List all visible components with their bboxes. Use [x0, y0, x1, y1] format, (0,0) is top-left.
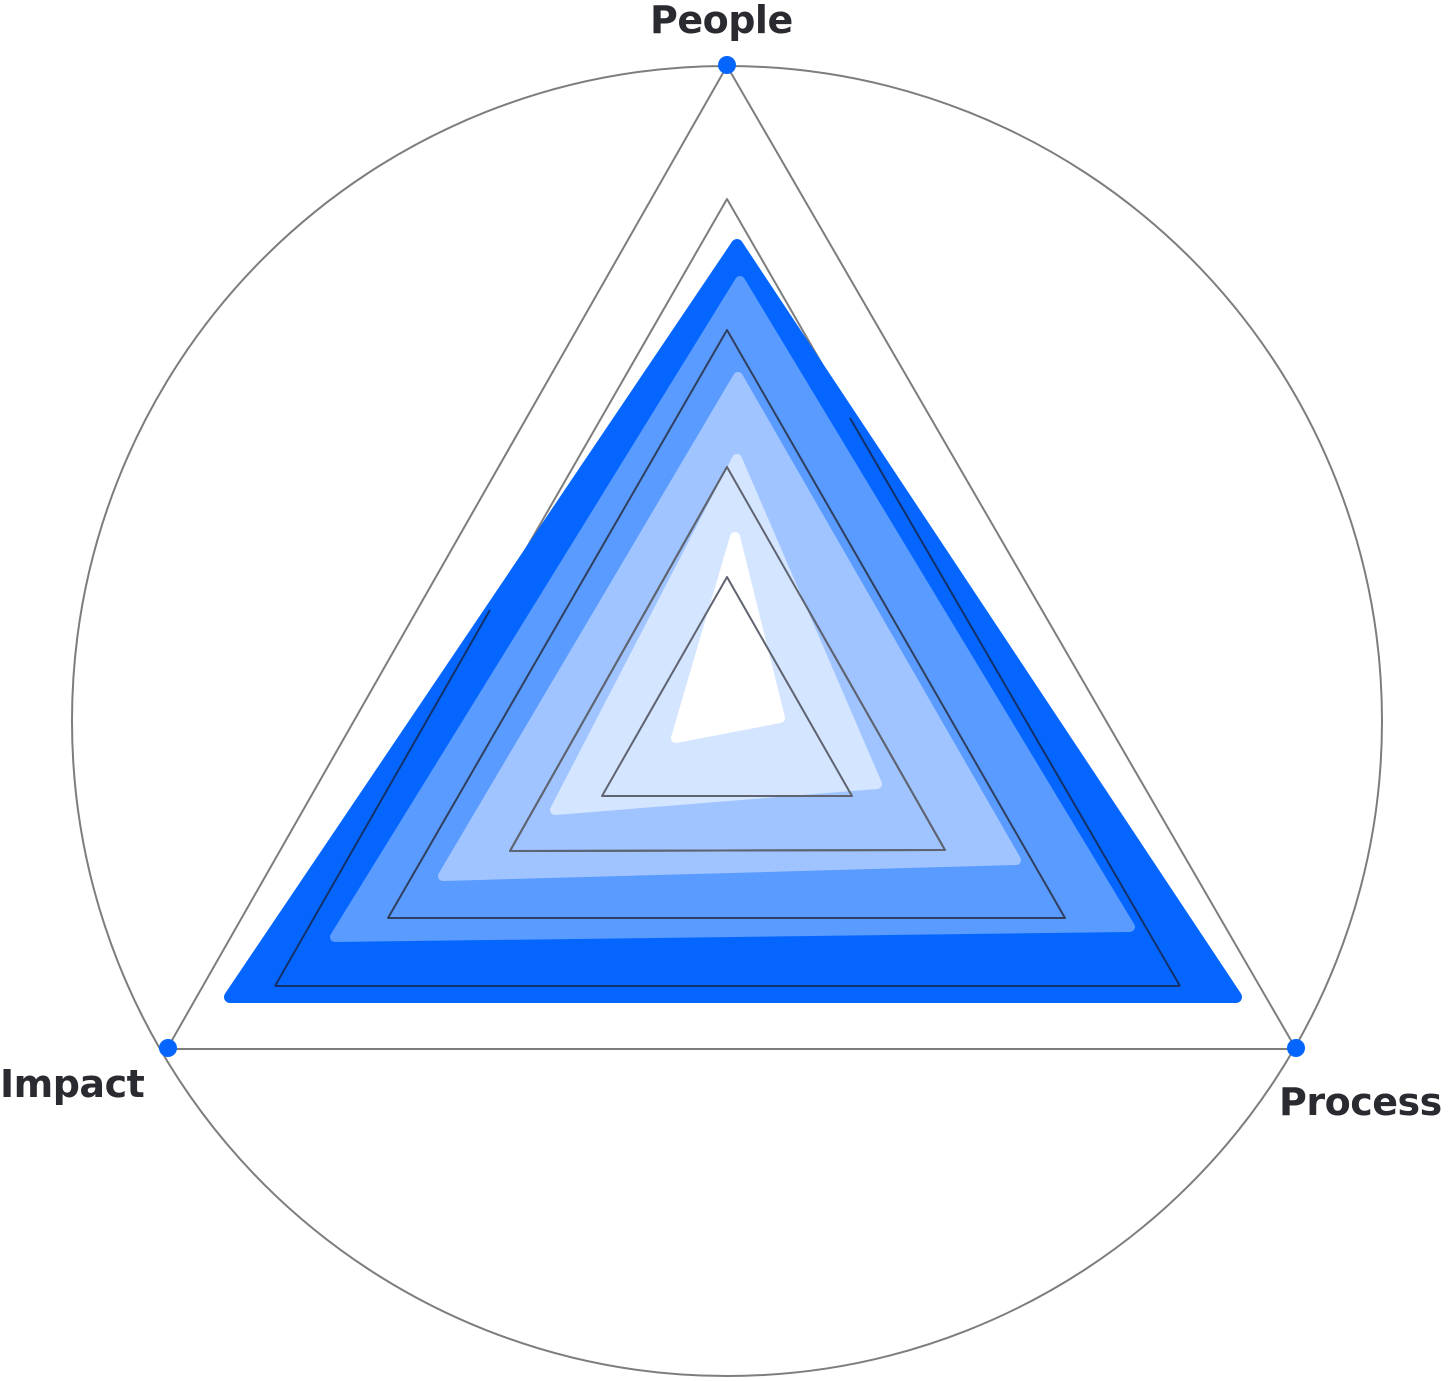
- vertex-dot-impact: [159, 1039, 177, 1057]
- vertex-dot-process: [1287, 1039, 1305, 1057]
- outer-triangle-grid: [166, 65, 1297, 1050]
- grid-level-1: [601, 576, 853, 797]
- axis-label-people: People: [650, 0, 793, 42]
- axis-label-impact: Impact: [0, 1062, 145, 1106]
- grid-level-5-right: [849, 417, 1181, 987]
- grid-level-3: [387, 329, 1066, 919]
- axis-label-process: Process: [1279, 1080, 1442, 1124]
- series-level-1: [671, 532, 785, 743]
- grid-level-2-overlay: [509, 466, 946, 852]
- grid-level-5-left: [274, 609, 491, 987]
- vertex-dot-people: [718, 56, 736, 74]
